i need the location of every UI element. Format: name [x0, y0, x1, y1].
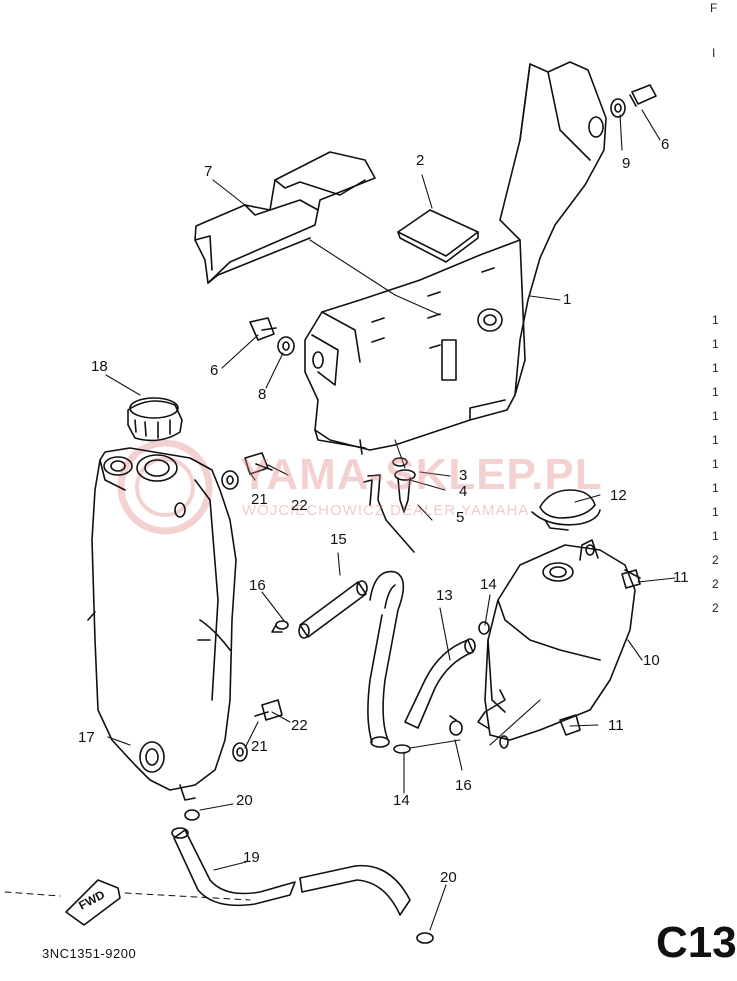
part-pad	[397, 209, 479, 263]
drawing-code: 3NC1351-9200	[42, 946, 137, 961]
callout-16-right: 16	[455, 777, 472, 794]
part-hose-15	[298, 580, 368, 639]
callout-21-upper: 21	[251, 491, 268, 508]
callout-6-upper: 6	[661, 136, 670, 153]
callout-2: 2	[416, 152, 425, 169]
callout-20-right: 20	[440, 869, 457, 886]
right-edge-text: 1	[712, 385, 719, 399]
right-edge-text: 1	[712, 529, 719, 543]
callout-20-left: 20	[236, 792, 253, 809]
callout-11-upper: 11	[673, 569, 689, 586]
callout-3: 3	[459, 467, 468, 484]
part-clips-14-16	[271, 620, 490, 754]
watermark-subtext: WOJCIECHOWICZ DEALER YAMAHA	[242, 502, 530, 519]
callout-22-lower: 22	[291, 717, 308, 734]
callout-21-lower: 21	[251, 738, 268, 755]
callout-9: 9	[622, 155, 631, 172]
part-tank-cap-18	[127, 397, 183, 442]
part-bolt-6-upper	[610, 84, 657, 118]
right-edge-text: 1	[712, 481, 719, 495]
part-main-tank-17	[87, 447, 237, 801]
leader-lines	[105, 109, 676, 931]
part-bracket	[304, 61, 607, 455]
right-edge-text: 1	[712, 505, 719, 519]
callout-7: 7	[204, 163, 213, 180]
part-hose-long	[367, 570, 405, 748]
exploded-parts-diagram	[4, 61, 676, 944]
callout-14-upper: 14	[480, 576, 497, 593]
callout-16-left: 16	[249, 577, 266, 594]
part-bolt-6-lower	[249, 317, 295, 356]
right-edge-text: 1	[712, 361, 719, 375]
callout-5: 5	[456, 509, 465, 526]
right-edge-text: 1	[712, 313, 719, 327]
callout-13: 13	[436, 587, 453, 604]
callout-18: 18	[91, 358, 108, 375]
callout-1: 1	[563, 291, 572, 308]
part-fasteners-3-4-5	[363, 457, 416, 553]
right-edge-text: 1	[712, 457, 719, 471]
callout-19: 19	[243, 849, 260, 866]
right-edge-text: 1	[712, 409, 719, 423]
right-edge-text: F	[710, 1, 718, 15]
callout-10: 10	[643, 652, 660, 669]
part-hose-19	[171, 827, 411, 916]
part-clips-20	[184, 809, 434, 944]
fwd-dashed-line	[4, 891, 251, 901]
callout-15: 15	[330, 531, 347, 548]
right-edge-text: 1	[712, 433, 719, 447]
right-edge-text: 2	[712, 577, 719, 591]
callout-8: 8	[258, 386, 267, 403]
part-cover	[194, 151, 376, 284]
part-hose-13	[404, 638, 476, 729]
callout-12: 12	[610, 487, 627, 504]
page-id: C13	[656, 918, 737, 967]
watermark-text: YAMA-SKLEP.PL	[240, 450, 603, 499]
part-reservoir-10	[477, 539, 641, 749]
right-edge-text: 2	[712, 601, 719, 615]
callout-14-lower: 14	[393, 792, 410, 809]
right-edge-text: 2	[712, 553, 719, 567]
callout-17: 17	[78, 729, 95, 746]
callout-22-upper: 22	[291, 497, 308, 514]
callout-4: 4	[459, 483, 468, 500]
watermark-logo	[117, 439, 213, 535]
part-cap-12	[531, 489, 601, 531]
right-edge-text: I	[712, 46, 716, 60]
callout-11-lower: 11	[608, 717, 624, 734]
callout-6-lower: 6	[210, 362, 219, 379]
right-edge-text: 1	[712, 337, 719, 351]
fwd-arrow	[65, 879, 121, 926]
part-bolts-21-22	[221, 452, 283, 762]
part-bolts-11	[559, 569, 641, 736]
